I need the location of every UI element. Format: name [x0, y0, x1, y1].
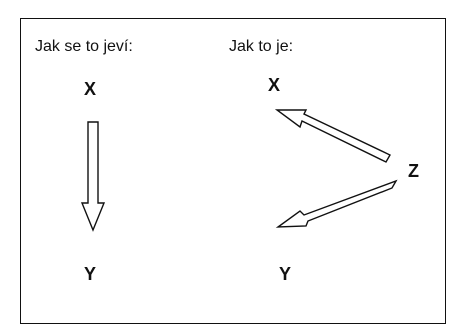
arrow-x-to-y: [80, 121, 106, 232]
left-caption: Jak se to jeví:: [35, 38, 133, 55]
arrow-z-to-y: [275, 179, 398, 228]
arrow-z-to-x: [274, 109, 391, 163]
right-caption: Jak to je:: [229, 38, 294, 55]
left-node-y: Y: [84, 264, 97, 284]
right-node-y: Y: [279, 264, 292, 284]
diagram-frame: Jak se to jeví: Jak to je: X Y X Z Y: [20, 18, 446, 324]
right-node-x: X: [268, 75, 281, 95]
left-node-x: X: [84, 79, 97, 99]
right-node-z: Z: [408, 161, 419, 181]
